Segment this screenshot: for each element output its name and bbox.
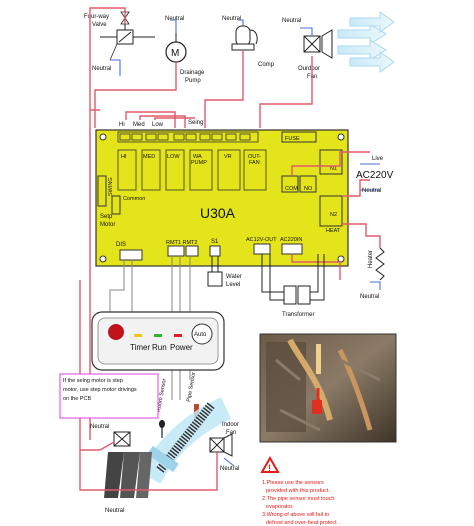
neutral-label-ac: Neutral	[362, 188, 381, 194]
neutral-label-bottom-left-2: Neutral	[105, 508, 124, 514]
n1-label: N1	[330, 166, 337, 172]
transformer-icon	[261, 254, 325, 305]
relay-wa-pump: WA	[193, 154, 202, 160]
right-wires	[291, 151, 381, 290]
wire-seing-label: Seing	[188, 120, 203, 126]
relay-low: LOW	[167, 154, 180, 160]
auto-button-label: Auto	[194, 332, 207, 338]
note-line-1: If the seing motor is step	[63, 378, 123, 384]
swing-label: SWING	[108, 177, 114, 196]
wire-med-label: Med	[133, 122, 145, 128]
setp-motor-label-2: Motor	[100, 222, 115, 228]
live-label: Live	[372, 156, 384, 162]
s1-label: S1	[211, 239, 219, 245]
power-label: Power	[170, 343, 193, 352]
room-sensor-icon	[159, 420, 165, 438]
heat-label: HEAT	[326, 228, 341, 234]
warning-2b: evaporator.	[266, 504, 294, 510]
indoor-fan-icon	[79, 433, 235, 491]
common-label: Common	[123, 196, 145, 202]
ac220v-label: AC220V	[356, 170, 394, 181]
comp-label: Comp	[258, 62, 275, 68]
com-label: COM	[285, 186, 298, 192]
ac12v-out-label: AC12V-OUT	[246, 237, 277, 243]
pcb-title: U30A	[200, 205, 236, 221]
wire-low-label: Low	[152, 122, 164, 128]
power-led-icon	[174, 334, 182, 337]
relay-out-fan: OUT-	[248, 154, 261, 160]
timer-label: Timer	[130, 343, 150, 352]
display-panel	[91, 311, 225, 371]
warning-3: 3.Wrong of above will fail to	[262, 512, 329, 518]
setp-motor-label: Setp	[100, 214, 113, 220]
wire-hi-label: Hi	[119, 122, 125, 128]
indoor-fan-label-2: Fan	[226, 430, 236, 436]
warning-2: 2.The pipe sensor must touch	[262, 496, 334, 502]
timer-led-icon	[134, 334, 142, 337]
relay-vr: VR	[224, 154, 232, 160]
ir-receiver-icon	[108, 324, 124, 340]
rmt-label: RMT1 RMT2	[166, 240, 197, 246]
sensor-photo	[259, 333, 397, 443]
outdoor-fan-icon	[303, 29, 333, 59]
neutral-label-valve: Neutral	[92, 66, 111, 72]
drainage-pump-label: Drainage	[180, 70, 205, 76]
neutral-label-pump: Neutral	[165, 16, 184, 22]
run-label: Run	[152, 343, 167, 352]
relay-wa-pump-2: PUMP	[191, 160, 207, 166]
relay-out-fan-2: FAN	[249, 160, 260, 166]
pcb-board	[95, 129, 349, 267]
svg-text:M: M	[171, 48, 179, 59]
warning-1: 1.Please use the sensors	[262, 480, 324, 486]
water-level-label-2: Level	[226, 282, 240, 288]
neutral-label-fan: Neutral	[282, 18, 301, 24]
outdoor-fan-label: Ourdoor	[298, 66, 320, 72]
relay-hi: HI	[121, 154, 127, 160]
drainage-pump-icon: M	[165, 33, 187, 63]
note-line-2: motor, use step motor drivings	[63, 387, 137, 393]
svg-text:!: !	[268, 463, 271, 473]
room-sensor-label: Room Sensor	[156, 378, 168, 412]
water-level-icon	[207, 256, 223, 287]
ac220in-label: AC220IN	[280, 237, 302, 243]
nc-label: NO	[304, 186, 313, 192]
water-level-label: Water	[226, 274, 242, 280]
pipe-sensor-label: Pipe Sensor	[186, 372, 197, 403]
n2-label: N2	[330, 212, 337, 218]
top-wires	[89, 7, 313, 128]
drainage-pump-label-2: Pump	[185, 78, 201, 84]
warning-1b: provided with this product.	[266, 488, 330, 494]
warning-3b: defrost and over-heat protect .	[266, 520, 340, 526]
airflow-arrows-icon	[337, 11, 395, 73]
compressor-icon	[231, 25, 258, 51]
four-way-valve-label: Four-way	[84, 14, 109, 20]
transformer-label: Transformer	[282, 312, 314, 318]
fuse-label: FUSE	[285, 136, 300, 142]
heater-icon	[375, 247, 385, 281]
dis-label: DIS	[116, 242, 126, 248]
heater-label: Heater	[368, 250, 374, 268]
note-box	[59, 373, 159, 419]
note-line-3: on the PCB	[63, 396, 91, 402]
warning-icon: !	[260, 455, 280, 473]
indoor-fan-label: Indoor	[222, 422, 239, 428]
neutral-label-indoor: Neutral	[220, 466, 239, 472]
evaporator-icon	[139, 397, 232, 484]
run-led-icon	[154, 334, 162, 337]
relay-med: MED	[143, 154, 155, 160]
swing-motor-icon	[99, 431, 152, 498]
neutral-label-heater: Neutral	[360, 294, 379, 300]
neutral-label-bottom-left: Neutral	[90, 424, 109, 430]
neutral-label-comp: Neutral	[222, 16, 241, 22]
four-way-valve-label-2: Valve	[92, 22, 107, 28]
